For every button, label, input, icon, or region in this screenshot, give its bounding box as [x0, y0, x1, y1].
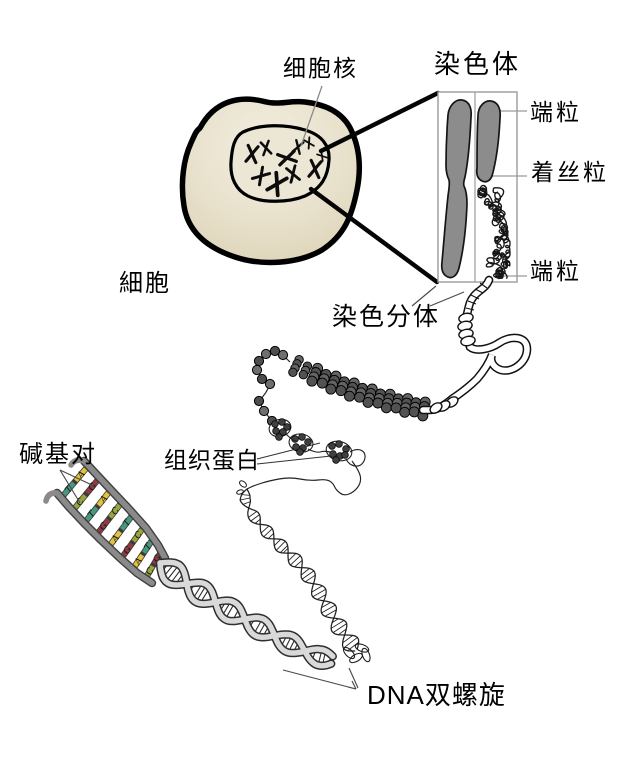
label-centromere: 着丝粒	[531, 159, 609, 185]
chromatin-coil	[418, 275, 532, 415]
mini-chromosome	[250, 165, 272, 187]
leader-lines	[59, 285, 465, 690]
solenoid-fiber	[288, 355, 431, 422]
histone-clusters	[246, 418, 366, 496]
zoom-line-top	[318, 90, 441, 154]
svg-text:C: C	[75, 497, 87, 509]
nucleus-leader-line	[300, 85, 323, 147]
nucleosome-bead-string	[251, 345, 291, 428]
chromatid-left	[440, 99, 473, 279]
chromosome-box	[437, 91, 527, 283]
label-chromosome: 染色体	[434, 49, 522, 79]
label-histone: 组织蛋白	[164, 447, 260, 473]
chromatid-right-top	[475, 100, 502, 183]
mini-chromosome	[307, 158, 323, 180]
svg-text:T: T	[143, 541, 155, 552]
dna-leader-1	[282, 669, 357, 690]
svg-text:T: T	[86, 509, 98, 521]
svg-text:T: T	[64, 484, 76, 496]
chromatid-leader-2	[429, 291, 465, 307]
coil-rings	[429, 312, 476, 414]
svg-text:G: G	[122, 545, 134, 557]
chromatid-leader-1	[411, 285, 437, 307]
coil-ribs	[465, 282, 488, 311]
label-dna-double-helix: DNA双螺旋	[367, 680, 506, 710]
label-base-pair: 碱基对	[19, 441, 97, 468]
svg-text:C: C	[145, 566, 157, 577]
svg-text:C: C	[110, 506, 122, 518]
mini-chromosome	[285, 164, 301, 184]
coil-tube	[418, 275, 532, 415]
label-telomere-bottom: 端粒	[530, 258, 582, 284]
svg-text:T: T	[122, 517, 134, 529]
basepair-leader-1	[59, 469, 95, 487]
dna-leader-2	[348, 667, 359, 689]
basepair-leader-2	[59, 469, 81, 504]
dna-leader-arrowhead	[347, 680, 357, 690]
mini-chromosome	[303, 136, 315, 150]
label-cell-nucleus: 细胞核	[283, 55, 358, 81]
svg-text:G: G	[87, 481, 99, 493]
svg-text:G: G	[98, 521, 110, 533]
label-telomere-top: 端粒	[530, 99, 582, 125]
mini-chromosome	[244, 143, 260, 165]
svg-text:G: G	[152, 554, 164, 565]
gray-dna-helix	[155, 558, 337, 671]
thin-dna-helix	[236, 480, 371, 664]
mini-chromosome	[265, 170, 289, 198]
cell-illustration	[179, 96, 363, 266]
label-cell: 細胞	[119, 270, 171, 297]
svg-text:C: C	[133, 530, 145, 542]
zoom-line-bottom	[308, 186, 440, 285]
mini-chromosome	[259, 139, 273, 157]
label-chromatid: 染色分体	[332, 303, 441, 331]
chromatin-scribble	[477, 184, 511, 280]
